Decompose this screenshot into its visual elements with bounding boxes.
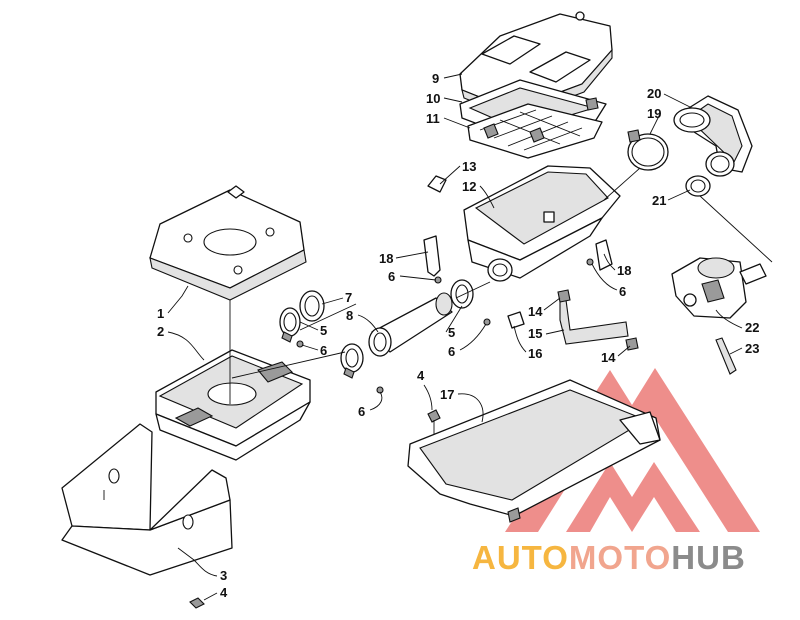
- watermark-auto: AUTO: [472, 539, 569, 576]
- vent-hose-part-23: [715, 337, 737, 375]
- callout-22: 22: [745, 320, 759, 335]
- callout-16: 16: [528, 346, 542, 361]
- callout-1: 1: [157, 306, 164, 321]
- bracket-part-18-left: [423, 235, 441, 277]
- callout-leaders: [167, 73, 743, 601]
- watermark-moto: MOTO: [569, 539, 671, 576]
- clamp-part-21: [685, 151, 735, 197]
- intake-boot-part-8: [368, 292, 453, 357]
- callout-3: 3: [220, 568, 227, 583]
- callout-5-right: 5: [448, 325, 455, 340]
- callout-6-center: 6: [448, 344, 455, 359]
- clamp-part-5-left: [279, 307, 301, 343]
- callout-13: 13: [462, 159, 476, 174]
- callout-labels: 1 2 3 4 4 5 5 6 6 6 6 6 7 8 9 10 11 12 1…: [157, 71, 759, 600]
- filter-housing-part-12: [463, 165, 621, 282]
- air-box-cover-part-1: [149, 185, 307, 404]
- hose-fitting-part-14: [557, 289, 639, 351]
- callout-5-left: 5: [320, 323, 327, 338]
- watermark-text: AUTOMOTOHUB: [472, 539, 746, 576]
- hose-part-15: [559, 299, 629, 345]
- carburetor-part-22: [671, 257, 767, 319]
- callout-15: 15: [528, 326, 542, 341]
- callout-23: 23: [745, 341, 759, 356]
- watermark-hub: HUB: [671, 539, 746, 576]
- filter-cage-part-11: [467, 97, 603, 159]
- callout-12: 12: [462, 179, 476, 194]
- callout-6-upper: 6: [388, 269, 395, 284]
- callout-19: 19: [647, 106, 661, 121]
- clip-part-13: [427, 175, 447, 193]
- callout-11: 11: [426, 111, 440, 126]
- skid-plate-part-17: [407, 379, 661, 523]
- callout-6-left: 6: [320, 343, 327, 358]
- callout-6-lower: 6: [358, 404, 365, 419]
- screw-part-6: [296, 258, 594, 394]
- callout-4-lower: 4: [220, 585, 228, 600]
- clamp-part-5-right: [450, 279, 474, 309]
- callout-10: 10: [426, 91, 440, 106]
- callout-9: 9: [432, 71, 439, 86]
- callout-7: 7: [345, 290, 352, 305]
- intake-elbow-part-20: [673, 95, 753, 173]
- clamp-part-7: [299, 290, 325, 322]
- callout-2: 2: [157, 324, 164, 339]
- callout-4-upper: 4: [417, 368, 425, 383]
- callout-14-lower: 14: [601, 350, 616, 365]
- air-box-base-part-2: [155, 349, 311, 461]
- callout-20: 20: [647, 86, 661, 101]
- callout-8: 8: [346, 308, 353, 323]
- clamp-part-5-lower: [340, 343, 364, 379]
- callout-21: 21: [652, 193, 666, 208]
- callout-14-upper: 14: [528, 304, 543, 319]
- callout-18-right: 18: [617, 263, 631, 278]
- callout-18-left: 18: [379, 251, 393, 266]
- callout-6-right: 6: [619, 284, 626, 299]
- callout-17: 17: [440, 387, 454, 402]
- drain-fitting-part-16: [507, 311, 525, 329]
- fastener-part-4: [189, 409, 441, 609]
- clamp-part-19: [627, 129, 669, 171]
